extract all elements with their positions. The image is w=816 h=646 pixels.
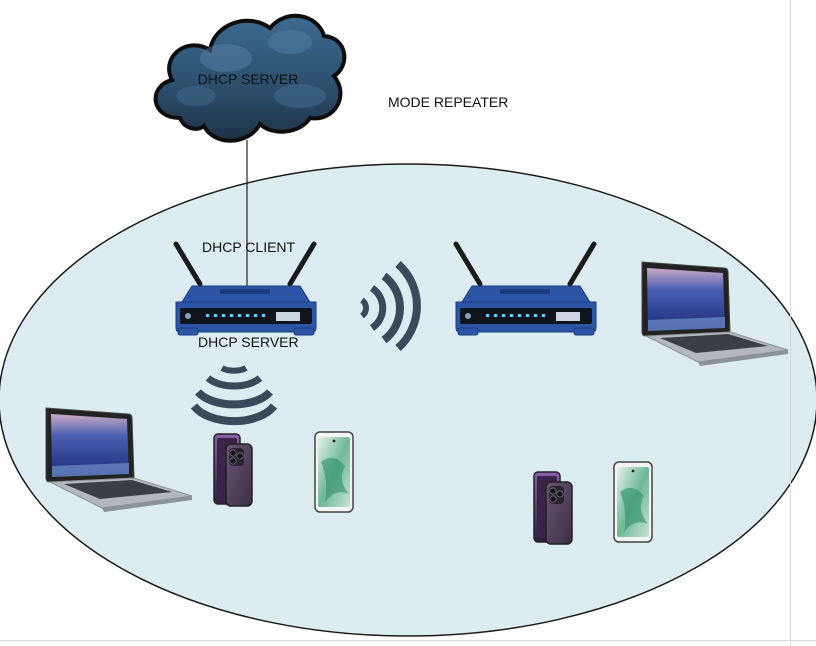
wifi-link-icon — [359, 261, 421, 351]
router-server-label: DHCP SERVER — [198, 334, 299, 350]
network-area — [0, 163, 816, 637]
diagram-title: MODE REPEATER — [388, 94, 509, 110]
android-phone-icon-left — [314, 431, 354, 513]
android-phone-icon-right — [613, 461, 653, 543]
cloud-icon — [153, 13, 347, 143]
router-client-label: DHCP CLIENT — [202, 239, 296, 255]
wifi-signal-icon — [190, 365, 278, 426]
canvas-border-bottom — [0, 640, 816, 641]
canvas-border-right — [790, 0, 791, 646]
iphone-icon-right — [533, 471, 573, 545]
cloud-label: DHCP SERVER — [197, 71, 299, 87]
iphone-icon-left — [213, 433, 253, 507]
